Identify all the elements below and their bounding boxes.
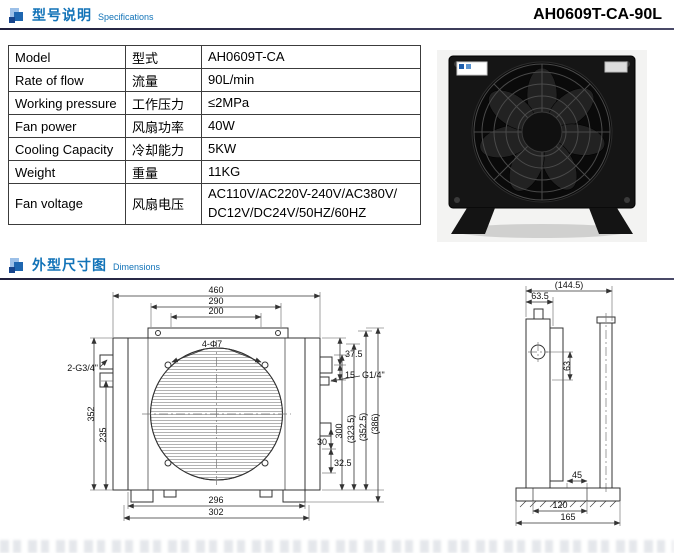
left-foot [451,208,495,234]
side-view [515,308,621,508]
dim-label: 37.5 [345,349,363,359]
table-row: Fan power 风扇功率 40W [8,114,421,138]
dim-label: 120 [552,500,567,510]
spec-label-cn: 重量 [125,160,202,184]
side-shroud [549,327,564,482]
cooler-photo-illustration [437,50,647,242]
spec-table: Model 型式 AH0609T-CA Rate of flow 流量 90L/… [8,45,421,225]
dim-label: 290 [208,296,223,306]
spec-label-en: Rate of flow [8,68,126,92]
dim-label: 200 [208,306,223,316]
front-view-labels: 460 290 200 4-Φ7 2-G3/4" 352 235 37.5 15… [67,285,384,517]
section-title-cn: 型号说明 [32,7,92,23]
dim-label: 63.5 [531,291,549,301]
spec-value: ≤2MPa [201,91,421,115]
right-foot [589,208,633,234]
specifications-header: 型号说明 Specifications [9,5,154,25]
section-divider [0,278,674,280]
spec-label-en: Weight [8,160,126,184]
spec-label-cn: 冷却能力 [125,137,202,161]
spec-value: 90L/min [201,68,421,92]
front-view [99,327,361,503]
port-note: G1/4" [362,370,385,380]
spec-value: 11KG [201,160,421,184]
port-note: 2-G3/4" [67,363,98,373]
product-photo [437,50,647,242]
blue-squares-icon [9,7,23,23]
table-row: Rate of flow 流量 90L/min [8,68,421,92]
spec-label-cn: 型式 [125,45,202,69]
spec-label-cn: 风扇电压 [125,183,202,225]
right-port-lower [319,422,332,437]
spec-value: AH0609T-CA [201,45,421,69]
front-view-dimensions [90,292,384,521]
fan-hub [521,111,563,153]
dim-label: 235 [98,427,108,442]
spec-label-cn: 流量 [125,68,202,92]
table-row: Cooling Capacity 冷却能力 5KW [8,137,421,161]
dim-label: 32.5 [334,458,352,468]
blue-squares-icon [9,257,23,273]
section-title-en: Dimensions [113,262,161,272]
dim-label: 352 [86,406,96,421]
base-plate [515,487,621,502]
spec-label-en: Fan voltage [8,183,126,225]
dimensions-header: 外型尺寸图 Dimensions [9,255,160,275]
dim-label: 300 [334,423,344,438]
left-port-upper [99,354,114,370]
side-view-dimensions [515,286,621,526]
spec-label-cn: 工作压力 [125,91,202,115]
table-row: Weight 重量 11KG [8,160,421,184]
dim-label: 30 [317,437,327,447]
side-view-labels: (144.5) 63.5 63 45 120 165 [531,280,584,522]
spec-value: 5KW [201,137,421,161]
dim-label: 63 [562,361,572,371]
right-port-upper [319,356,333,374]
dim-label: 302 [208,507,223,517]
spec-label-en: Cooling Capacity [8,137,126,161]
spec-label-cn: 风扇功率 [125,114,202,138]
spec-value: AC110V/AC220V-240V/AC380V/ DC12V/DC24V/5… [201,183,421,225]
drain-port [319,376,330,386]
dim-label: (144.5) [555,281,584,290]
dim-label: 460 [208,285,223,295]
section-title-cn: 外型尺寸图 [32,257,107,273]
dim-label: (323.5) [346,415,356,444]
table-row: Working pressure 工作压力 ≤2MPa [8,91,421,115]
dim-label: 165 [560,512,575,522]
spec-label-en: Fan power [8,114,126,138]
brand-sticker [456,61,488,76]
spec-sticker [604,61,628,73]
hole-note: 4-Φ7 [202,339,222,349]
dim-label: 296 [208,495,223,505]
dim-label: 45 [572,470,582,480]
spec-label-en: Model [8,45,126,69]
ground-hatch [519,500,617,508]
header-divider [0,28,674,30]
table-row: Model 型式 AH0609T-CA [8,45,421,69]
table-row: Fan voltage 风扇电压 AC110V/AC220V-240V/AC38… [8,183,421,225]
page-title: AH0609T-CA-90L [533,6,662,23]
dimension-drawing: 460 290 200 4-Φ7 2-G3/4" 352 235 37.5 15… [0,280,674,553]
watermark [0,540,674,553]
photo-shadow [454,224,630,238]
dim-label: (386) [370,413,380,434]
dim-label: (352.5) [358,413,368,442]
spec-value: 40W [201,114,421,138]
section-title-en: Specifications [98,12,154,22]
spec-label-en: Working pressure [8,91,126,115]
top-bolt [533,308,544,320]
left-port-lower [99,372,114,388]
dim-label: 15 [345,370,355,380]
